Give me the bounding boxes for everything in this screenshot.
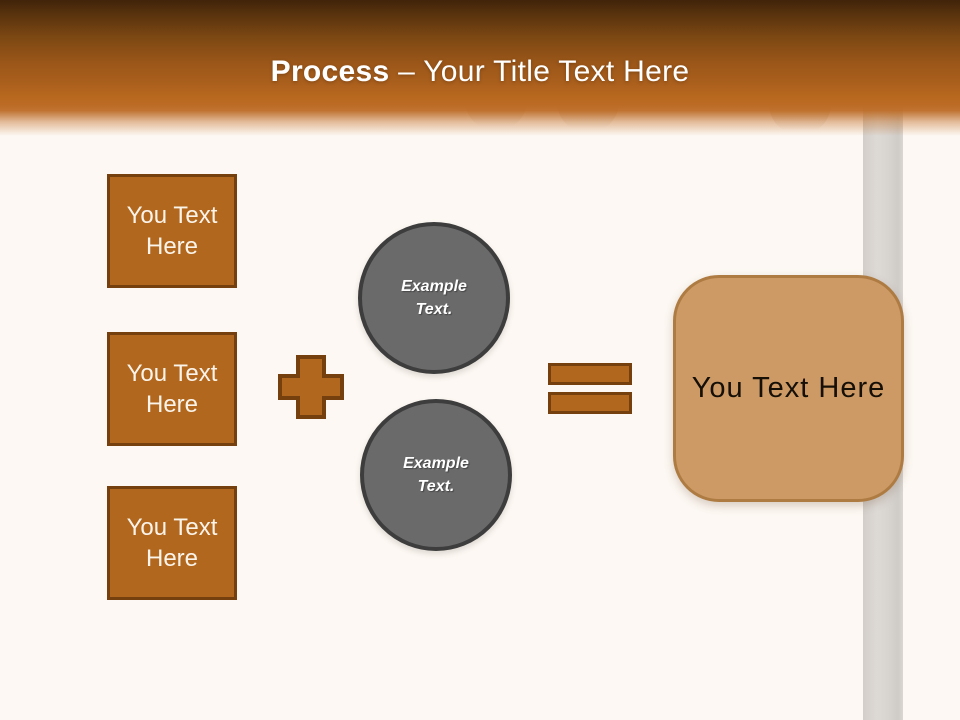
title-band: Process – Your Title Text Here: [0, 0, 960, 140]
input-box-3-label: You Text Here: [126, 513, 218, 572]
example-circle-1-label: Example Text.: [401, 277, 467, 318]
equals-top-bar: [548, 363, 632, 385]
input-box-1-label: You Text Here: [126, 201, 218, 260]
example-circle-2[interactable]: Example Text.: [360, 399, 512, 551]
plus-icon: [278, 355, 344, 419]
input-box-3[interactable]: You Text Here: [107, 486, 237, 600]
result-box-label: You Text Here: [691, 372, 886, 404]
input-box-1[interactable]: You Text Here: [107, 174, 237, 288]
example-circle-2-label: Example Text.: [403, 454, 469, 495]
slide-title: Process – Your Title Text Here: [0, 55, 960, 89]
slide-title-subtitle: – Your Title Text Here: [389, 55, 690, 88]
result-box[interactable]: You Text Here: [673, 275, 904, 502]
example-circle-1[interactable]: Example Text.: [358, 222, 510, 374]
equals-icon: [548, 363, 632, 414]
title-band-gradient: [0, 0, 960, 140]
slide-title-keyword: Process: [270, 55, 390, 88]
equals-bottom-bar: [548, 392, 632, 414]
input-box-2-label: You Text Here: [126, 359, 218, 418]
input-box-2[interactable]: You Text Here: [107, 332, 237, 446]
